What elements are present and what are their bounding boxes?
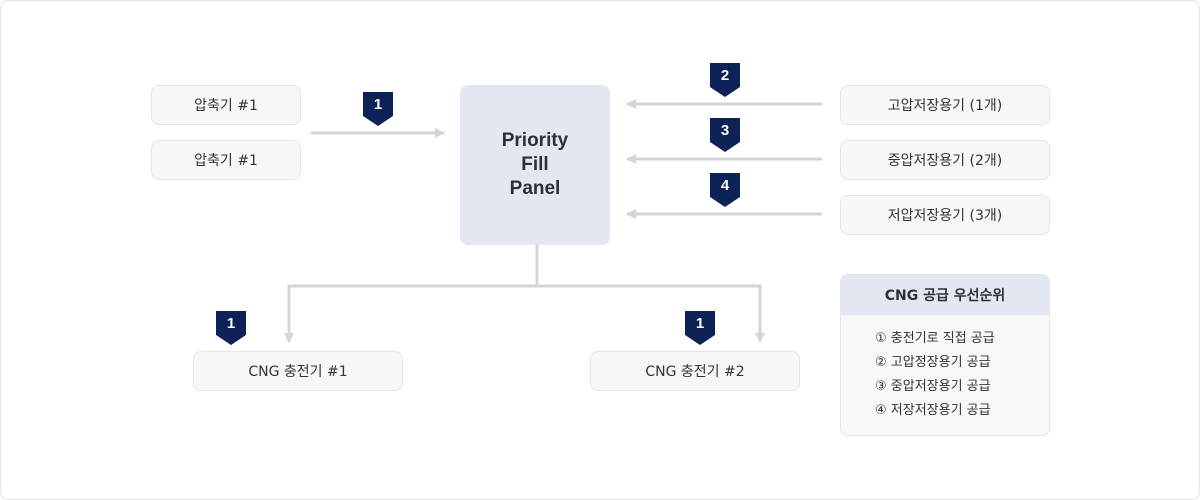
priority-badge-number: 4	[720, 177, 730, 194]
dispenser-node: CNG 충전기 #1	[193, 351, 403, 391]
dispenser2-branch	[537, 284, 765, 343]
panel-title-line: Priority	[501, 130, 569, 151]
dispenser-label: CNG 충전기 #2	[645, 364, 745, 380]
priority-badge-number: 2	[720, 67, 730, 84]
dispenser-label: CNG 충전기 #1	[248, 364, 348, 380]
priority-badge-number: 1	[695, 315, 705, 332]
priority-badge-icon: 2	[710, 63, 740, 97]
mid-pressure-storage-node: 중압저장용기 (2개)	[840, 140, 1050, 180]
compressor-label: 압축기 #1	[194, 153, 258, 169]
low-pressure-storage-node: 저압저장용기 (3개)	[840, 195, 1050, 235]
legend-item: ② 고압정장용기 공급	[875, 355, 991, 370]
priority-fill-panel: Priority Fill Panel	[460, 85, 610, 245]
storage-label: 고압저장용기 (1개)	[887, 98, 1003, 114]
legend-list: ① 충전기로 직접 공급 ② 고압정장용기 공급 ③ 중압저장용기 공급 ④ 저…	[841, 315, 1049, 423]
priority-badge-icon: 3	[710, 118, 740, 152]
priority-badge-icon: 1	[216, 311, 246, 345]
priority-badge-number: 3	[720, 122, 730, 139]
priority-legend: CNG 공급 우선순위 ① 충전기로 직접 공급 ② 고압정장용기 공급 ③ 중…	[840, 274, 1050, 436]
storage-label: 중압저장용기 (2개)	[887, 153, 1003, 169]
legend-item: ④ 저장저장용기 공급	[875, 403, 991, 418]
storage-label: 저압저장용기 (3개)	[887, 208, 1003, 224]
legend-item: ③ 중압저장용기 공급	[875, 379, 991, 394]
high-pressure-storage-node: 고압저장용기 (1개)	[840, 85, 1050, 125]
priority-badge-number: 1	[373, 96, 383, 113]
compressor-label: 압축기 #1	[194, 98, 258, 114]
legend-title: CNG 공급 우선순위	[841, 275, 1049, 315]
panel-title-line: Panel	[509, 178, 561, 199]
priority-badge-icon: 4	[710, 173, 740, 207]
legend-item: ① 충전기로 직접 공급	[875, 331, 995, 346]
panel-title-line: Fill	[521, 154, 549, 175]
dispenser1-branch	[284, 284, 537, 343]
compressor-node: 압축기 #1	[151, 140, 301, 180]
priority-badge-number: 1	[226, 315, 236, 332]
dispenser-node: CNG 충전기 #2	[590, 351, 800, 391]
priority-badge-icon: 1	[685, 311, 715, 345]
compressor-node: 압축기 #1	[151, 85, 301, 125]
priority-badge-icon: 1	[363, 92, 393, 126]
